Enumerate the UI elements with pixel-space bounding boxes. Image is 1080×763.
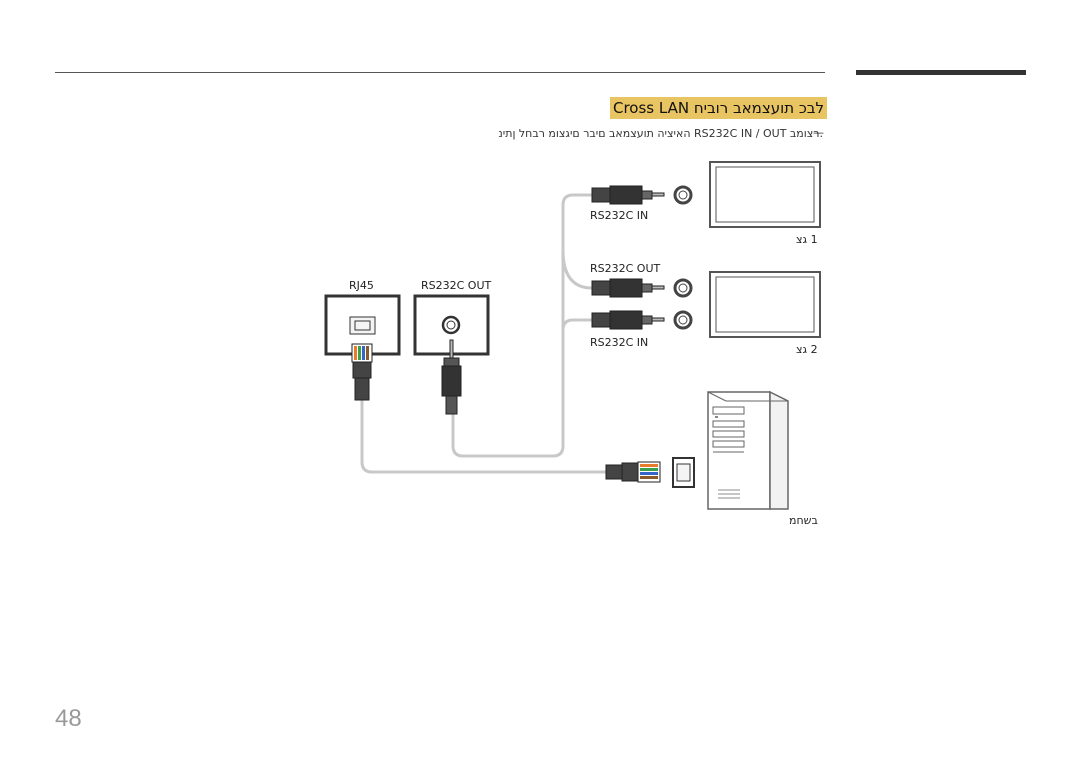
stereo-plug-display2-in [591, 310, 665, 330]
cable-rs232-to-display2 [561, 318, 594, 332]
label-rj45: RJ45 [349, 279, 374, 292]
section-title: Cross LAN לבכ תועצמאב רוביח [609, 97, 827, 119]
label-rs232c-in-display2: RS232C IN [590, 336, 649, 349]
page-number: 48 [55, 705, 82, 732]
cable-display1-to-display2 [561, 248, 594, 290]
note-dash: — [813, 126, 824, 139]
stereo-plug-display2-out [591, 278, 665, 298]
label-rs232c-in-display1: RS232C IN [590, 209, 649, 222]
cable-rs232-to-display1 [451, 193, 594, 458]
rj45-plug-computer [605, 461, 661, 483]
rs232c-plug-top [441, 339, 462, 415]
rj45-port-computer [672, 457, 695, 488]
cables [360, 193, 608, 474]
computer-tower [707, 390, 789, 510]
label-rs232c-out-display2: RS232C OUT [590, 262, 661, 275]
display-2 [709, 271, 821, 338]
stereo-plug-display1 [591, 185, 665, 205]
label-computer: בשחמ [789, 514, 818, 527]
display-1 [709, 161, 821, 228]
jack-rings [673, 185, 693, 330]
label-display-1: 1 גצ [796, 233, 818, 246]
label-rs232c-out-source: RS232C OUT [421, 279, 492, 292]
header-tab-bar [856, 70, 1026, 75]
label-display-2: 2 גצ [796, 343, 818, 356]
note-text: .רצומב RS232C IN / OUT האיציה תועצמאב םי… [498, 127, 823, 140]
header-rule [55, 72, 825, 73]
rj45-plug-top [351, 343, 373, 401]
cable-rj45-to-pc [360, 398, 608, 474]
